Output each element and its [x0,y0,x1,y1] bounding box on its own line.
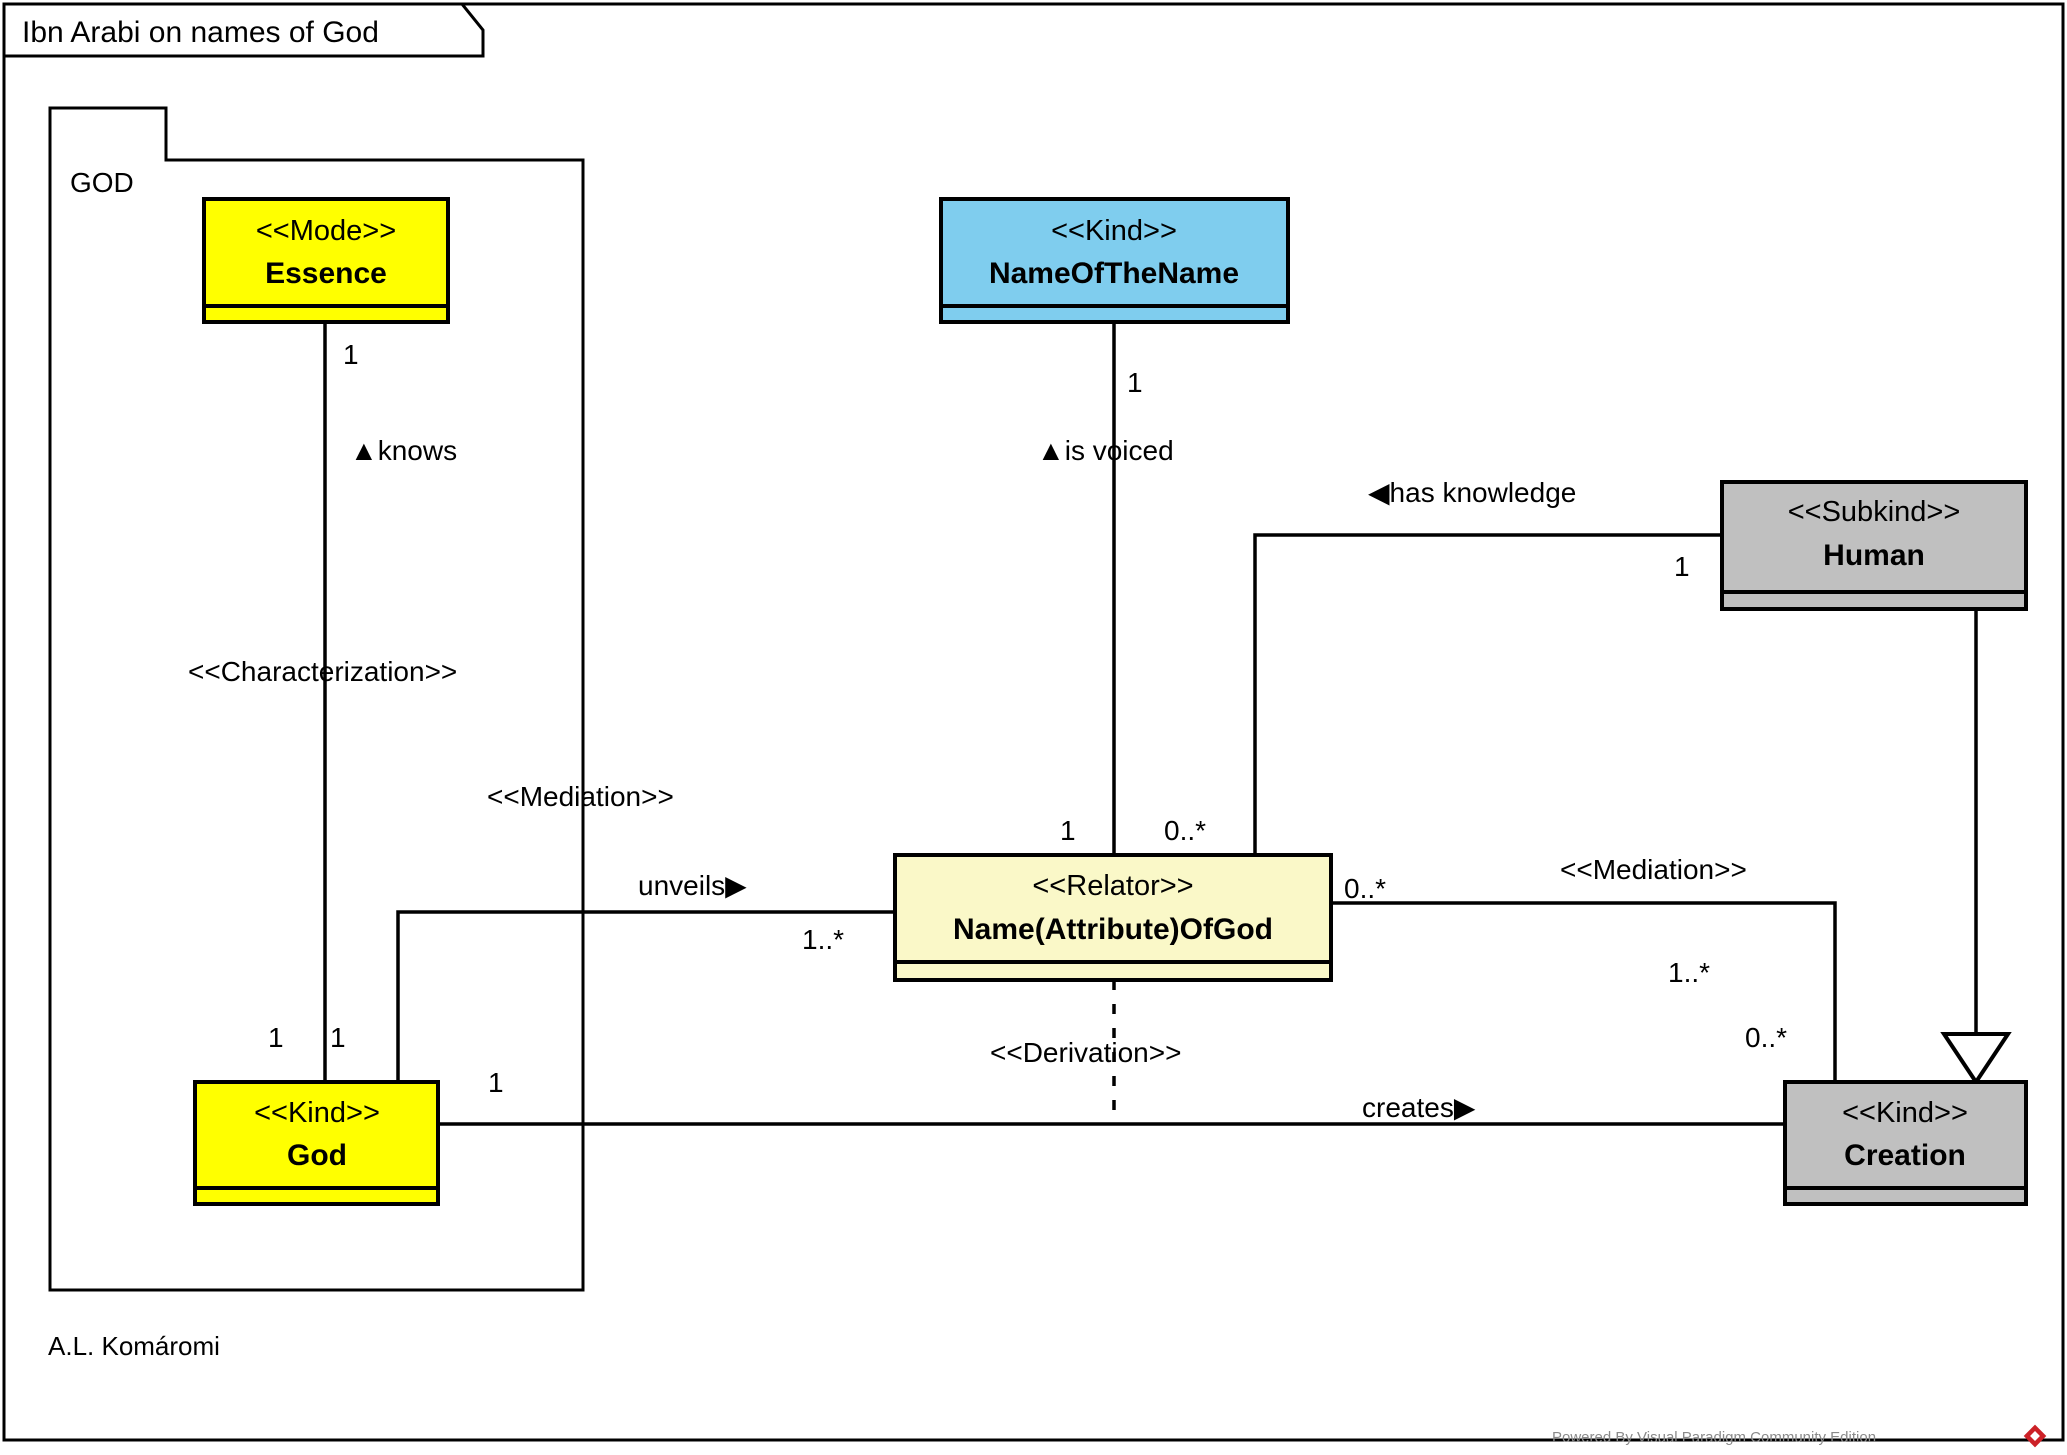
class-name-human: Human [1823,539,1925,572]
multiplicity-relator-right: 0..* [1344,873,1386,904]
class-stereotype-essence: <<Mode>> [256,215,396,247]
edge-label-is-voiced: is voiced [1065,435,1174,466]
title-tab-shape [2,2,485,58]
triangle-right-icon: ▶ [725,870,747,901]
class-box-nameofthename[interactable]: <<Kind>> NameOfTheName [939,197,1290,324]
visual-paradigm-logo-icon [2023,1424,2047,1448]
class-stereotype-creation: <<Kind>> [1842,1097,1968,1129]
edge-label-has-knowledge: has knowledge [1390,477,1577,508]
multiplicity-god-top-left: 1 [268,1022,284,1053]
diagram-title: Ibn Arabi on names of God [22,16,379,49]
multiplicity-human-left: 1 [1674,551,1690,582]
class-name-god: God [287,1139,347,1172]
triangle-left-icon: ◀ [1368,477,1390,508]
edge-label-is-voiced-group: ▲is voiced [1037,435,1174,466]
class-box-god[interactable]: <<Kind>> God [193,1080,440,1206]
association-line-mediation-god[interactable] [396,910,895,1085]
watermark: Powered By Visual Paradigm Community Edi… [1552,1424,2047,1448]
triangle-up-icon: ▲ [1037,435,1065,466]
class-box-god-shape [193,1080,440,1206]
package-label-god: GOD [70,167,134,198]
multiplicity-god-top-right: 1 [330,1022,346,1053]
class-box-nameofthename-shape [939,197,1290,324]
class-stereotype-nameofthename: <<Kind>> [1051,215,1177,247]
edge-label-knows-group: ▲knows [350,435,457,466]
association-line-has-knowledge[interactable] [1253,533,1722,855]
class-box-creation[interactable]: <<Kind>> Creation [1783,1080,2028,1206]
edge-stereotype-mediation-right: <<Mediation>> [1560,854,1747,885]
class-name-relator: Name(Attribute)OfGod [953,913,1273,946]
multiplicity-relator-left: 1..* [802,924,844,955]
association-line-mediation-creation[interactable] [1330,901,1837,1082]
class-box-essence[interactable]: <<Mode>> Essence [202,197,450,324]
class-box-essence-shape [202,197,450,324]
multiplicity-relator-top-left: 1 [1060,815,1076,846]
multiplicity-god-right: 1 [488,1067,504,1098]
multiplicity-creation-lower: 0..* [1745,1022,1787,1053]
class-box-creation-shape [1783,1080,2028,1206]
multiplicity-essence-bottom: 1 [343,339,359,370]
edge-stereotype-derivation: <<Derivation>> [990,1037,1181,1068]
edge-label-creates-group: creates▶ [1362,1092,1476,1123]
class-box-human-shape [1720,480,2028,611]
edge-stereotype-mediation-left: <<Mediation>> [487,781,674,812]
triangle-right-icon: ▶ [1454,1092,1476,1123]
class-name-essence: Essence [265,257,387,290]
edge-label-unveils: unveils [638,870,725,901]
package-god[interactable] [48,106,585,1292]
multiplicity-creation-upper: 1..* [1668,957,1710,988]
multiplicity-nameofthename-bottom: 1 [1127,367,1143,398]
watermark-text: Powered By Visual Paradigm Community Edi… [1552,1429,1876,1446]
triangle-up-icon: ▲ [350,435,378,466]
class-box-human[interactable]: <<Subkind>> Human [1720,480,2028,611]
class-name-creation: Creation [1844,1139,1966,1172]
generalization-triangle-icon [1940,1032,2012,1086]
class-box-relator[interactable]: <<Relator>> Name(Attribute)OfGod [893,853,1333,982]
class-name-nameofthename: NameOfTheName [989,257,1239,290]
edge-label-has-knowledge-group: ◀has knowledge [1368,477,1576,508]
edge-label-knows: knows [378,435,457,466]
class-stereotype-god: <<Kind>> [254,1097,380,1129]
edge-label-unveils-group: unveils▶ [638,870,747,901]
class-stereotype-human: <<Subkind>> [1788,496,1961,528]
multiplicity-relator-top-right: 0..* [1164,815,1206,846]
author-credit: A.L. Komáromi [48,1331,220,1361]
class-box-relator-shape [893,853,1333,982]
edge-label-creates: creates [1362,1092,1454,1123]
edge-stereotype-characterization: <<Characterization>> [188,656,457,687]
class-stereotype-relator: <<Relator>> [1032,870,1193,902]
